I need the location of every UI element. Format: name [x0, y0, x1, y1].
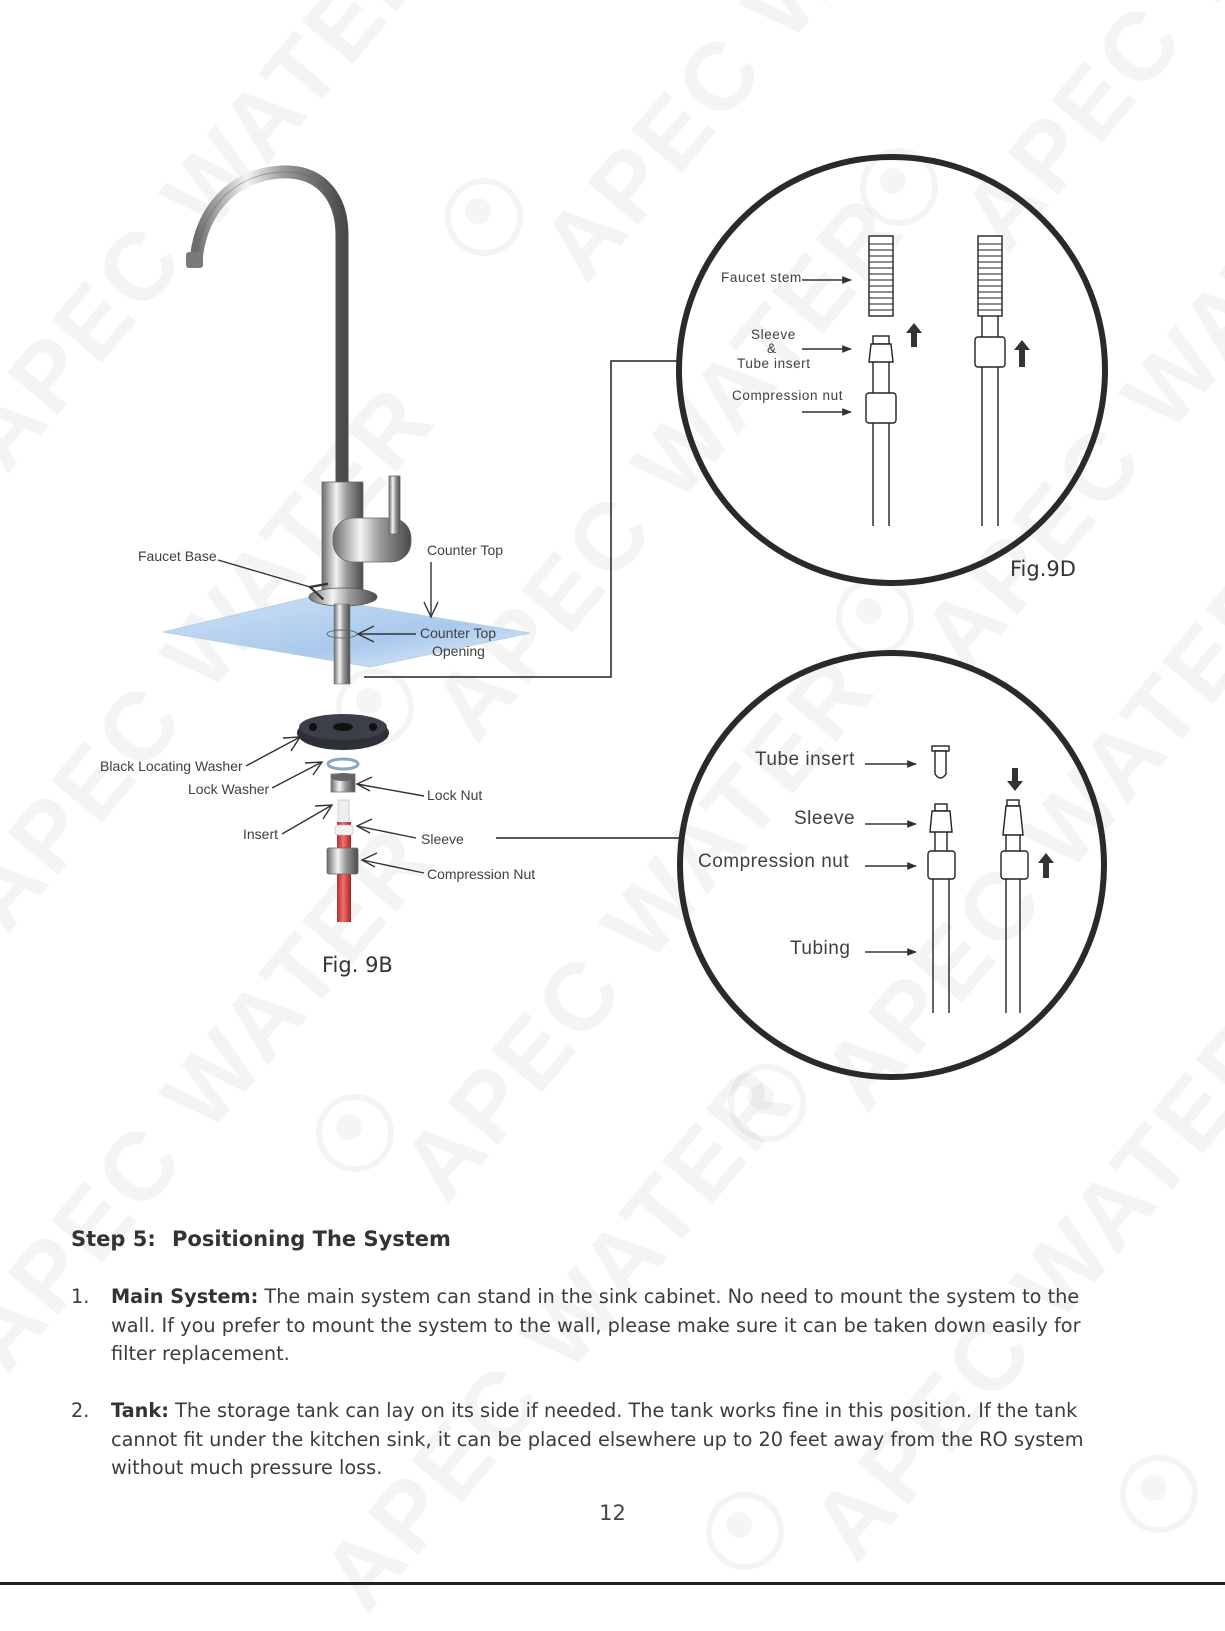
list-item-keyword: Tank: [111, 1399, 169, 1422]
label-tube-insert: Tube insert [737, 356, 811, 371]
list-item-text: The storage tank can lay on its side if … [111, 1399, 1084, 1479]
label-compression-nut: Compression Nut [427, 866, 535, 882]
label-lock-nut: Lock Nut [427, 787, 482, 803]
label-tubing: Tubing [790, 938, 850, 960]
label-counter-top-opening: Counter Top [420, 625, 496, 641]
fig9d-parts [866, 236, 1005, 526]
label-lock-washer: Lock Washer [188, 781, 269, 797]
step-title: Positioning The System [172, 1227, 451, 1251]
label-sleeve-amp: & [767, 341, 777, 356]
label-counter-top-opening-line2: Opening [432, 643, 485, 659]
fig9b-caption: Fig. 9B [322, 953, 393, 977]
list-item: 2. Tank: The storage tank can lay on its… [71, 1397, 1116, 1483]
list-item-number: 2. [71, 1397, 89, 1426]
label-compression-nut: Compression nut [698, 851, 849, 873]
label-sleeve-tube-insert: Sleeve [751, 327, 796, 342]
label-faucet-stem: Faucet stem [721, 270, 802, 285]
label-counter-top: Counter Top [427, 542, 503, 558]
list-item-number: 1. [71, 1283, 89, 1312]
arrow-down-icon [1007, 768, 1023, 791]
label-black-locating-washer: Black Locating Washer [100, 758, 243, 774]
label-sleeve: Sleeve [794, 808, 855, 830]
installation-figures [0, 0, 1225, 1200]
arrow-up-icon [1038, 853, 1054, 878]
label-compression-nut: Compression nut [732, 388, 843, 403]
list-item-keyword: Main System: [111, 1285, 258, 1308]
step-heading: Step 5:Positioning The System [71, 1227, 451, 1251]
page-number: 12 [0, 1501, 1225, 1525]
label-tube-insert: Tube insert [755, 749, 855, 771]
label-sleeve: Sleeve [421, 831, 464, 847]
tubing-leaders [865, 764, 916, 952]
arrow-up-icon [906, 323, 922, 347]
list-item: 1. Main System: The main system can stan… [71, 1283, 1116, 1369]
arrow-up-icon [1014, 340, 1030, 367]
label-insert: Insert [243, 826, 278, 842]
fig9d-caption: Fig.9D [1010, 557, 1076, 581]
step-number: Step 5: [71, 1227, 172, 1251]
label-faucet-base: Faucet Base [138, 548, 217, 564]
